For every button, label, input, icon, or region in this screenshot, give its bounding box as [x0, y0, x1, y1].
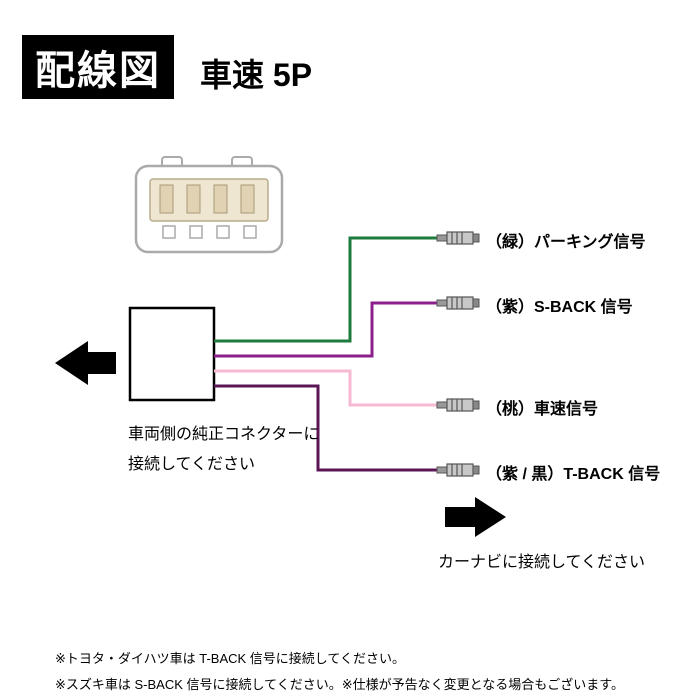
wire-sback-purple	[214, 301, 440, 358]
connector-notch	[189, 225, 203, 239]
connector-pin-block	[149, 178, 269, 222]
terminal-icon-tback	[436, 463, 480, 477]
wire-label-tback: （紫 / 黒）T-BACK 信号	[486, 466, 661, 483]
terminal-icon-sback	[436, 296, 480, 310]
connector-plug-illustration	[134, 156, 284, 254]
connector-pin	[159, 184, 174, 214]
wire-speed-pink	[214, 369, 440, 407]
diagram-badge: 配線図	[22, 35, 174, 99]
vehicle-side-note-line2: 接続してください	[128, 456, 256, 473]
left-arrow-icon	[55, 341, 116, 385]
navi-note: カーナビに接続してください	[438, 554, 646, 571]
wire-tback-darkpurple	[214, 384, 440, 472]
vehicle-side-note-line1: 車両側の純正コネクターに	[128, 426, 320, 443]
connector-pin	[186, 184, 201, 214]
right-arrow-icon	[445, 497, 506, 537]
connector-notch	[216, 225, 230, 239]
wire-parking-green	[214, 236, 440, 343]
wire-label-speed: （桃）車速信号	[486, 401, 599, 418]
connector-notch	[162, 225, 176, 239]
connector-notch	[243, 225, 257, 239]
footnote-toyota-daihatsu: ※トヨタ・ダイハツ車は T-BACK 信号に接続してください。	[55, 651, 406, 666]
wire-label-sback: （紫）S-BACK 信号	[486, 299, 633, 316]
harness-connector-box	[128, 306, 216, 402]
footnote-suzuki: ※スズキ車は S-BACK 信号に接続してください。※仕様が予告なく変更となる場…	[55, 677, 624, 692]
connector-pin	[240, 184, 255, 214]
terminal-icon-speed	[436, 398, 480, 412]
wire-label-parking: （緑）パーキング信号	[486, 234, 646, 251]
page-title: 車速 5P	[200, 57, 313, 93]
connector-pin	[213, 184, 228, 214]
terminal-icon-parking	[436, 231, 480, 245]
